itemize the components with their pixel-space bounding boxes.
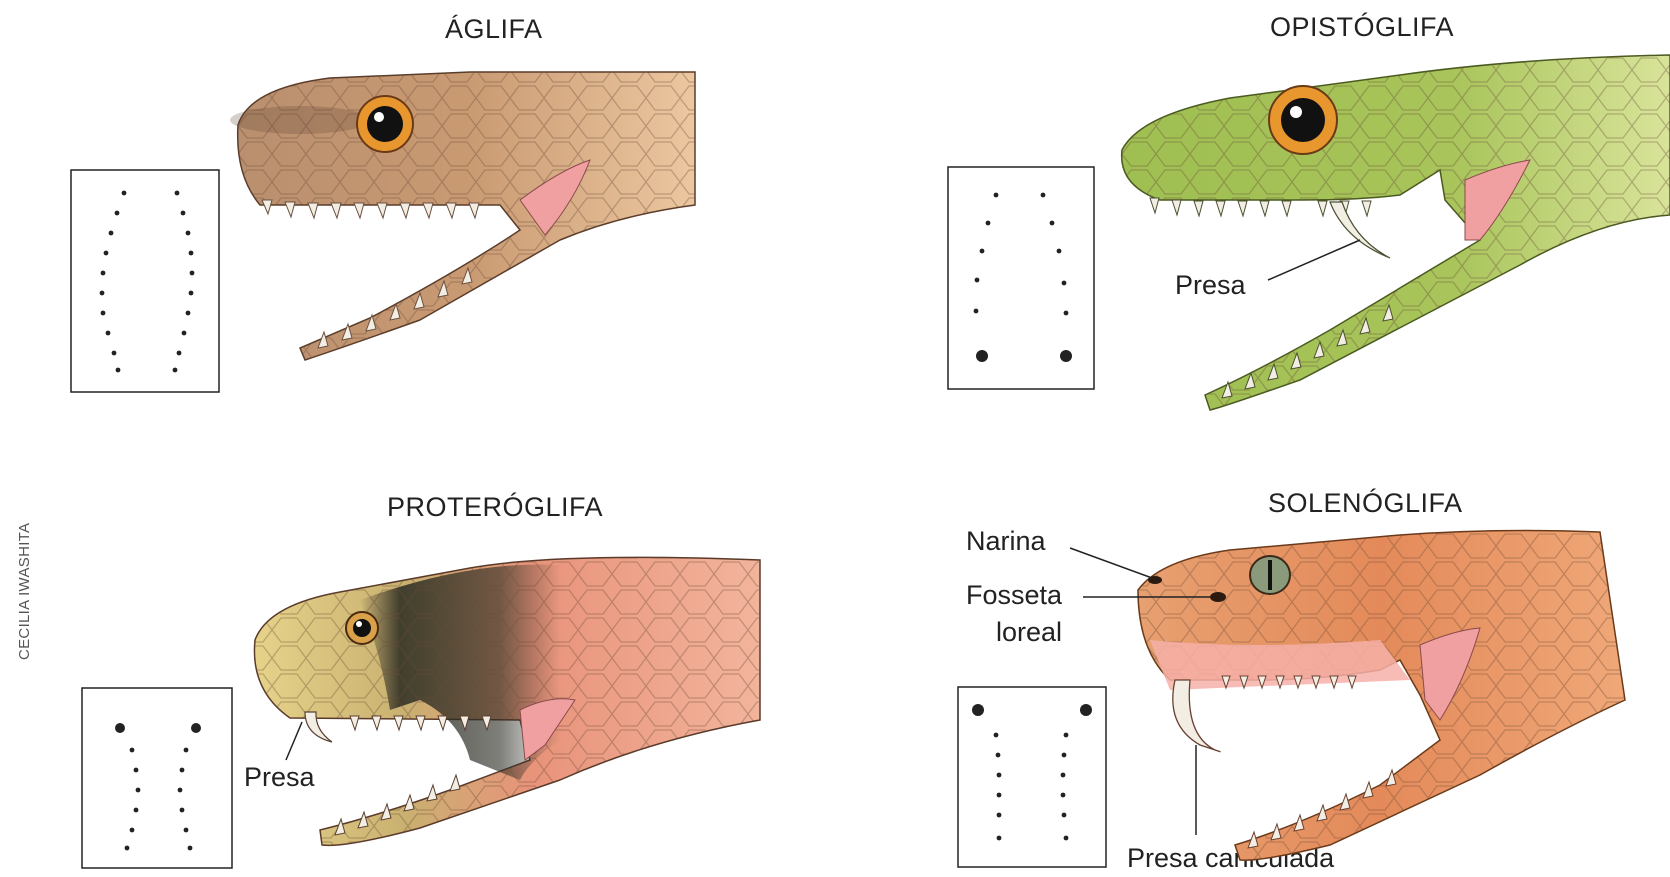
snake-head-aglifa bbox=[230, 72, 695, 360]
pointer-narina bbox=[1070, 548, 1152, 578]
dentition-diagram-solenoglifa bbox=[958, 687, 1106, 867]
eye-proteroglifa bbox=[346, 612, 378, 644]
eye-opistoglifa bbox=[1269, 86, 1337, 154]
snake-head-solenoglifa bbox=[1138, 531, 1625, 861]
pointer-presa-proteroglifa bbox=[286, 722, 302, 760]
snake-head-proteroglifa bbox=[254, 557, 760, 845]
fang-solenoglifa bbox=[1173, 680, 1220, 752]
eye-solenoglifa bbox=[1250, 556, 1290, 594]
loreal-pit-solenoglifa bbox=[1210, 592, 1226, 602]
dentition-diagram-aglifa bbox=[71, 170, 219, 392]
eye-aglifa bbox=[357, 96, 413, 152]
pointer-presa-opistoglifa bbox=[1268, 240, 1360, 280]
dentition-diagram-opistoglifa bbox=[948, 167, 1094, 389]
snake-head-opistoglifa bbox=[1122, 55, 1670, 410]
dentition-diagram-proteroglifa bbox=[82, 688, 232, 868]
